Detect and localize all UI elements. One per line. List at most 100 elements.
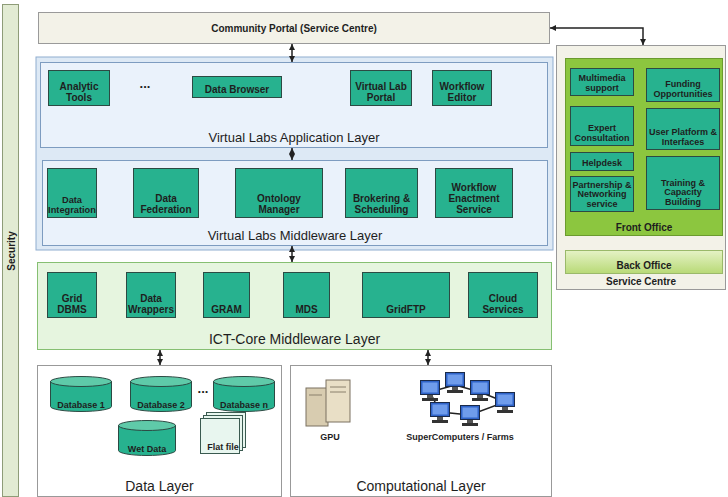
layer-box: Computational Layer bbox=[290, 365, 552, 497]
layer-label: Service Centre bbox=[557, 276, 725, 287]
node-label: MDS bbox=[284, 304, 329, 315]
layer-box: Virtual Labs Application Layer Analytic T… bbox=[40, 62, 548, 148]
computer bbox=[431, 403, 450, 424]
layer-label: Computational Layer bbox=[291, 478, 551, 494]
component-box: Data Integration bbox=[47, 168, 97, 218]
node-label: Data Wrappers bbox=[127, 293, 175, 315]
node-label: User Platform & Interfaces bbox=[647, 128, 719, 147]
component-box: GRAM bbox=[203, 272, 250, 318]
node-label: Data Integration bbox=[48, 195, 96, 215]
computer bbox=[446, 373, 465, 394]
flat-file: Flat file bbox=[200, 412, 246, 454]
node-label: Community Portal (Service Centre) bbox=[211, 23, 377, 34]
cylinder-top bbox=[119, 421, 176, 431]
node-label: Grid DBMS bbox=[48, 293, 96, 315]
node-label: Workflow Enactment Service bbox=[436, 182, 512, 215]
layer-label: ICT-Core Middleware Layer bbox=[38, 331, 551, 347]
cylinder-top bbox=[51, 377, 112, 387]
node-label: Virtual Lab Portal bbox=[351, 81, 411, 103]
component-box: Workflow Enactment Service bbox=[435, 168, 513, 218]
layer-label: Front Office bbox=[566, 222, 722, 233]
node-label: Cloud Services bbox=[469, 293, 537, 315]
component-box: MDS bbox=[283, 272, 330, 318]
icon-label: GPU bbox=[303, 432, 357, 442]
node-label: Partnership & Networking service bbox=[571, 181, 633, 209]
node-label: Flat file bbox=[200, 443, 246, 452]
ellipsis-label: ... bbox=[120, 76, 170, 91]
layer-label: Data Layer bbox=[38, 478, 281, 494]
layer-box: Service Centre Front Office Multimedia sup… bbox=[556, 45, 726, 290]
component-box: Virtual Lab Portal bbox=[350, 70, 412, 106]
ellipsis-label: ... bbox=[191, 381, 215, 396]
node-label: Wet Data bbox=[118, 445, 176, 454]
component-box: Cloud Services bbox=[468, 272, 538, 318]
cylinder-top bbox=[214, 377, 275, 387]
drive-slot bbox=[330, 387, 346, 388]
node-label: Multimedia support bbox=[571, 74, 633, 93]
node-label: Brokering & Scheduling bbox=[346, 193, 417, 215]
service-box: User Platform & Interfaces bbox=[646, 108, 720, 150]
bar-box: Back Office bbox=[565, 250, 723, 274]
service-box: Helpdesk bbox=[570, 152, 634, 171]
node-label: Ontology Manager bbox=[236, 193, 322, 215]
component-box: Analytic Tools bbox=[48, 70, 110, 106]
security-band: Security bbox=[2, 4, 19, 497]
node-label: Database n bbox=[213, 401, 275, 410]
database-cylinder: Database 1 bbox=[50, 376, 112, 412]
computer bbox=[421, 381, 440, 402]
component-box: Data Federation bbox=[133, 168, 199, 218]
node-label: Data Federation bbox=[134, 193, 198, 215]
component-box: Workflow Editor bbox=[432, 70, 492, 106]
connector-arrow bbox=[427, 350, 429, 365]
layer-box: Front Office Multimedia support Funding Op… bbox=[565, 58, 723, 236]
node-label: Database 2 bbox=[130, 401, 192, 410]
bar-box: Community Portal (Service Centre) bbox=[38, 12, 550, 44]
layer-label: Virtual Labs Application Layer bbox=[41, 130, 547, 145]
layer-box: Data Layer Database 1 Database 2 Database n… bbox=[37, 365, 282, 497]
tower-pc bbox=[306, 388, 328, 426]
node-label: Back Office bbox=[566, 260, 722, 271]
computer bbox=[496, 393, 515, 414]
component-box: Brokering & Scheduling bbox=[345, 168, 418, 218]
service-box: Training & Capacity Building bbox=[646, 156, 720, 210]
service-box: Partnership & Networking service bbox=[570, 176, 634, 212]
supercomputer-icon bbox=[421, 373, 515, 427]
node-label: Expert Consultation bbox=[571, 124, 633, 143]
service-box: Multimedia support bbox=[570, 68, 634, 96]
component-box: Ontology Manager bbox=[235, 168, 323, 218]
service-box: Expert Consultation bbox=[570, 106, 634, 146]
connector-arrow bbox=[550, 28, 643, 45]
tower-pc bbox=[326, 380, 350, 422]
drive-slot bbox=[330, 392, 346, 393]
node-label: Funding Opportunities bbox=[647, 80, 719, 99]
component-box: Grid DBMS bbox=[47, 272, 97, 318]
database-cylinder: Database n bbox=[213, 376, 275, 412]
connector-arrow bbox=[291, 148, 293, 160]
database-cylinder: Wet Data bbox=[118, 420, 176, 456]
icon-label: SuperComputers / Farms bbox=[395, 432, 525, 442]
node-label: Security bbox=[5, 231, 16, 270]
node-label: Workflow Editor bbox=[433, 81, 491, 103]
computer bbox=[471, 381, 490, 402]
gpu-icon bbox=[306, 380, 350, 426]
database-cylinder: Database 2 bbox=[130, 376, 192, 412]
layer-box: Virtual Labs Middleware LayerData Integr… bbox=[42, 160, 548, 246]
computer bbox=[461, 406, 480, 427]
node-label: GridFTP bbox=[363, 304, 449, 315]
connector-arrow bbox=[159, 350, 161, 365]
node-label: Training & Capacity Building bbox=[647, 179, 719, 207]
layer-box: ICT-Core Middleware Layer Grid DBMS Data W… bbox=[37, 262, 552, 350]
component-box: Data Wrappers bbox=[126, 272, 176, 318]
connector-arrow bbox=[291, 44, 293, 62]
node-label: Data Browser bbox=[193, 84, 281, 95]
service-box: Funding Opportunities bbox=[646, 68, 720, 102]
cylinder-top bbox=[131, 377, 192, 387]
node-label: GRAM bbox=[204, 304, 249, 315]
node-label: Analytic Tools bbox=[49, 81, 109, 103]
component-box: GridFTP bbox=[362, 272, 450, 318]
component-box: Data Browser bbox=[192, 76, 282, 98]
connector-arrow bbox=[291, 246, 293, 262]
node-label: Helpdesk bbox=[571, 159, 633, 168]
